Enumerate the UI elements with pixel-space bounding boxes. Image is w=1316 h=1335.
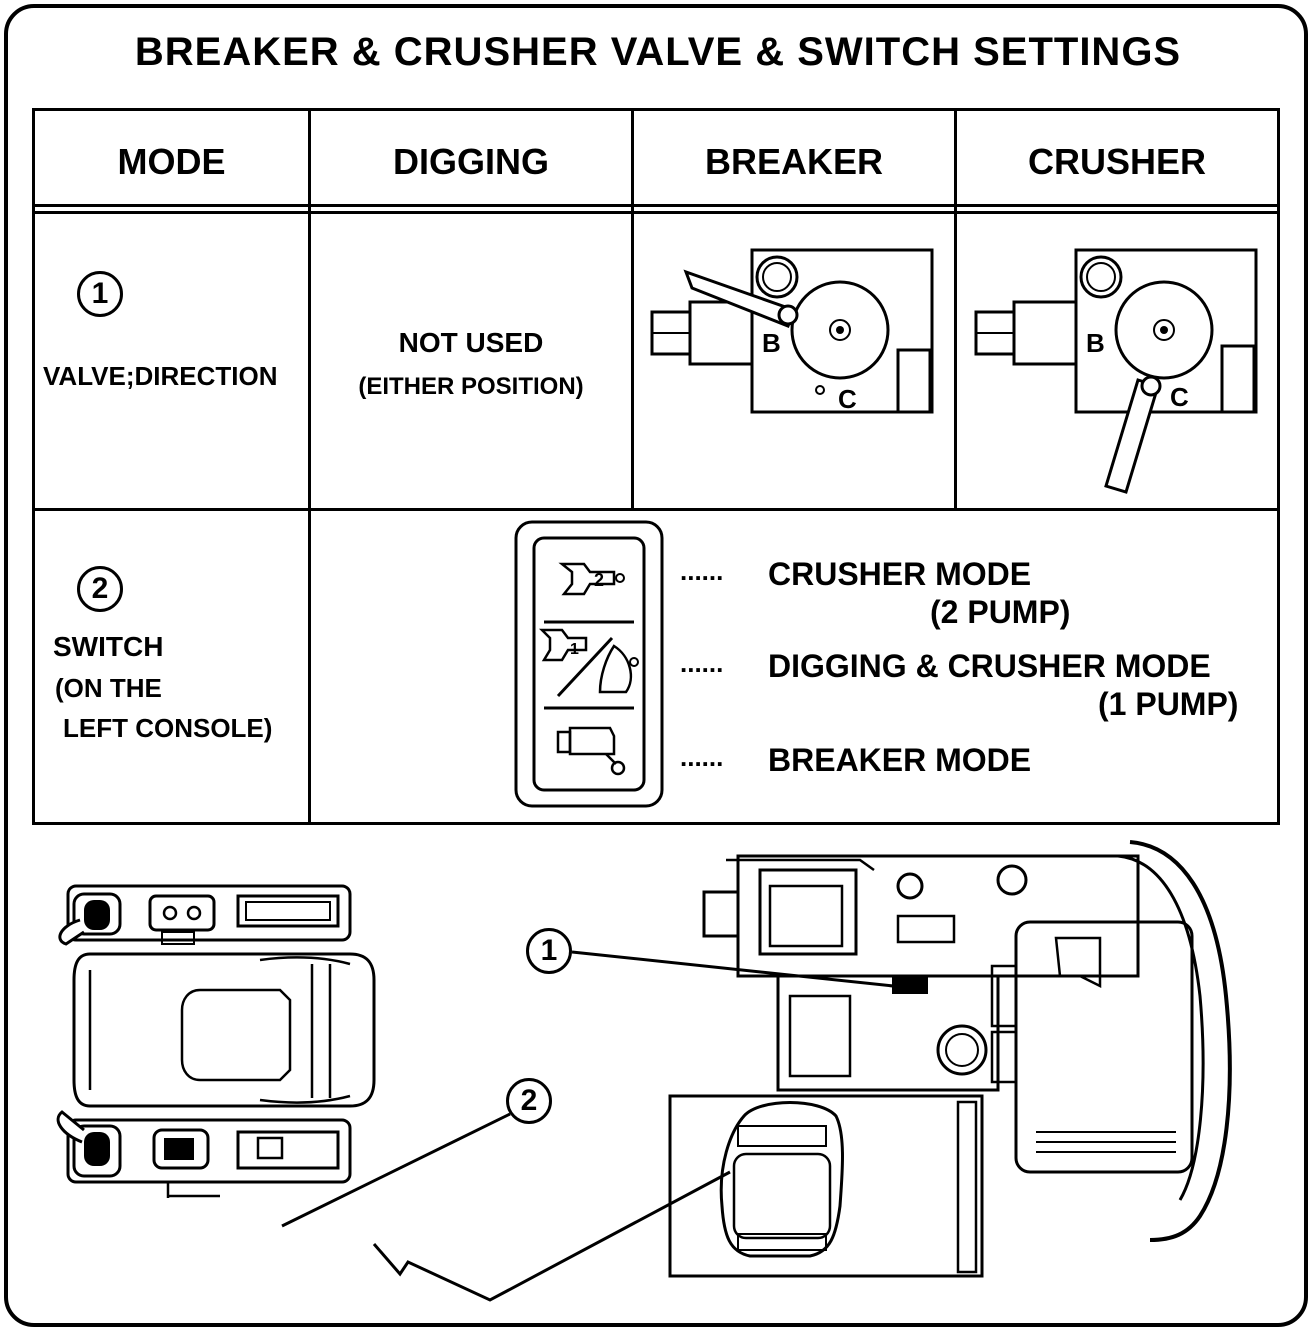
- table-divider: [631, 111, 634, 511]
- breaker-port-b: B: [762, 328, 781, 358]
- breaker-port-c: C: [838, 384, 857, 414]
- operator-seat-drawing: [56, 884, 376, 1198]
- legend-crusher-pump: (2 PUMP): [930, 594, 1071, 630]
- switch-crusher-mark: 2: [594, 570, 604, 590]
- table-divider: [954, 111, 957, 511]
- legend-digging-crusher-mode: DIGGING & CRUSHER MODE: [768, 648, 1211, 684]
- crusher-port-b: B: [1086, 328, 1105, 358]
- legend-crusher-mode: CRUSHER MODE: [768, 556, 1032, 592]
- row1-number: 1: [77, 271, 123, 317]
- callout-2-marker: 2: [506, 1078, 552, 1124]
- row2-number: 2: [77, 566, 123, 612]
- legend-digging-crusher-pump: (1 PUMP): [1098, 686, 1239, 722]
- header-mode: MODE: [117, 141, 226, 182]
- header-digging: DIGGING: [392, 141, 549, 182]
- crusher-valve-drawing: B C: [974, 248, 1258, 494]
- row2-label-on-the: (ON THE: [55, 673, 162, 703]
- breaker-valve-drawing: B C: [650, 248, 934, 414]
- legend-dots-1: ......: [680, 556, 724, 586]
- row2-label-left-console: LEFT CONSOLE): [63, 713, 273, 743]
- diagram-title: BREAKER & CRUSHER VALVE & SWITCH SETTING…: [134, 30, 1182, 74]
- digging-not-used: NOT USED: [398, 327, 544, 358]
- row1-label: VALVE;DIRECTION: [43, 361, 278, 391]
- table-divider: [35, 508, 1277, 511]
- header-breaker: BREAKER: [704, 141, 883, 182]
- header-crusher: CRUSHER: [1027, 141, 1206, 182]
- switch-digging-mark: 1: [570, 641, 579, 658]
- row2-label-switch: SWITCH: [53, 631, 164, 662]
- table-divider: [35, 211, 1277, 214]
- callout-1-marker: 1: [526, 928, 572, 974]
- label-border: [4, 4, 1308, 1327]
- settings-table: MODE DIGGING BREAKER CRUSHER 1 VALVE;DIR…: [32, 108, 1280, 825]
- crusher-port-c: C: [1170, 382, 1189, 412]
- table-divider: [35, 204, 1277, 207]
- legend-breaker-mode: BREAKER MODE: [768, 742, 1032, 778]
- digging-either-position: (EITHER POSITION): [358, 373, 584, 400]
- mode-switch[interactable]: 2 1: [514, 520, 666, 810]
- table-divider: [308, 111, 311, 822]
- legend-dots-3: ......: [680, 742, 724, 772]
- legend-dots-2: ......: [680, 648, 724, 678]
- excavator-top-view-drawing: [668, 840, 1232, 1278]
